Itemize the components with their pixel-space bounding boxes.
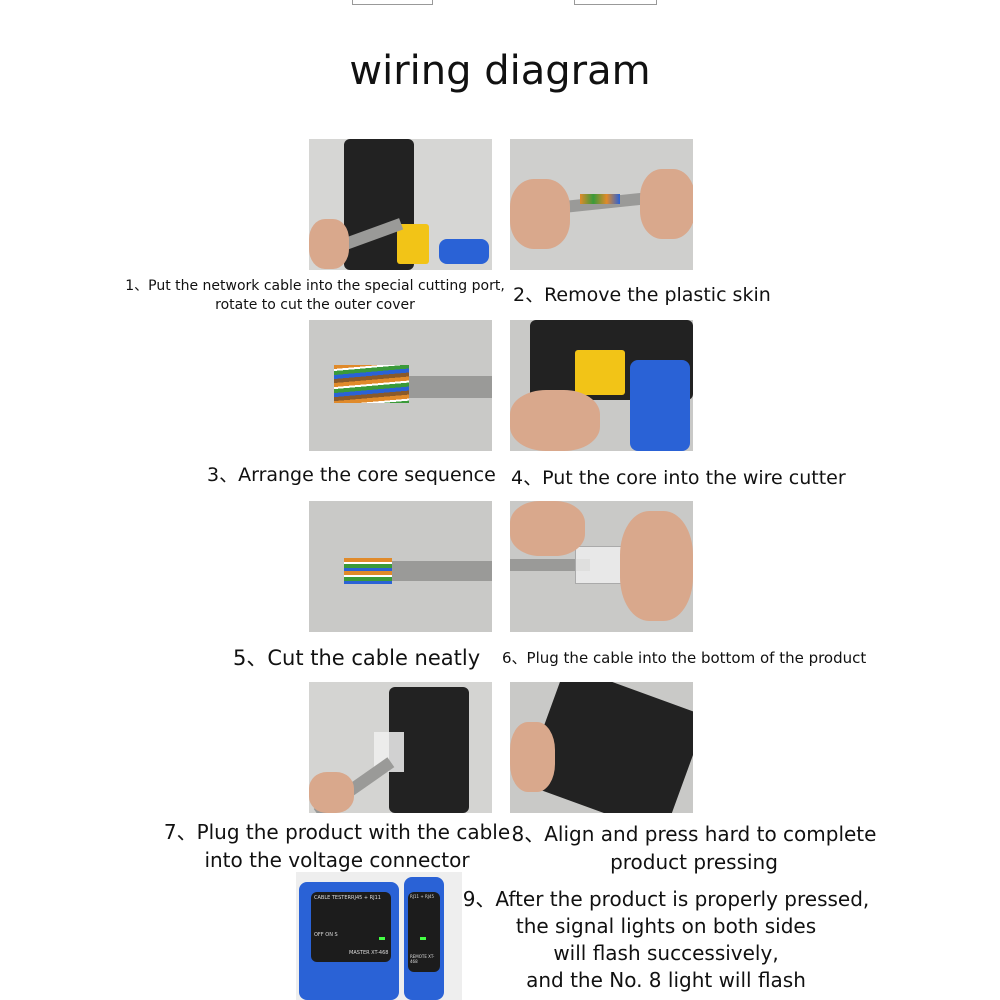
step-2-caption: 2、Remove the plastic skin [513, 284, 771, 306]
tester-right-header: RJ11 + RJ45 [410, 894, 434, 899]
step-1-caption: 1、Put the network cable into the special… [120, 277, 510, 315]
step-8-caption-line1: 8、Align and press hard to complete [511, 822, 877, 846]
step-9-caption-line1: 9、After the product is properly pressed, [462, 887, 870, 911]
tester-switch-label: OFF ON S [314, 932, 338, 938]
step-8-caption: 8、Align and press hard to complete produ… [508, 820, 880, 876]
cable-tester-photo: CABLE TESTER RJ45 + RJ11 OFF ON S MASTER… [296, 872, 462, 1000]
step-5-photo [309, 501, 492, 632]
tester-right-model: REMOTE XT-468 [410, 954, 435, 964]
step-4-photo [510, 320, 693, 451]
tester-left-header: RJ45 + RJ11 [351, 895, 381, 901]
step-2-photo [510, 139, 693, 270]
step-7-caption: 7、Plug the product with the cable into t… [162, 818, 512, 874]
step-3-caption: 3、Arrange the core sequence [207, 464, 496, 486]
step-9-caption-line3: will flash successively, [553, 941, 779, 965]
step-4-caption: 4、Put the core into the wire cutter [511, 467, 846, 489]
step-3-photo [309, 320, 492, 451]
step-6-caption: 6、Plug the cable into the bottom of the … [502, 649, 867, 667]
step-6-photo [510, 501, 693, 632]
page-title: wiring diagram [349, 48, 651, 94]
step-1-photo [309, 139, 492, 270]
tester-left-label: CABLE TESTER [314, 895, 351, 901]
step-8-caption-line2: product pressing [610, 850, 778, 874]
step-5-caption: 5、Cut the cable neatly [233, 646, 481, 670]
step-9-caption: 9、After the product is properly pressed,… [462, 886, 870, 994]
step-7-caption-line2: into the voltage connector [204, 848, 470, 872]
step-9-caption-line2: the signal lights on both sides [515, 914, 817, 938]
step-8-photo [510, 682, 693, 813]
top-frame-left [352, 0, 433, 5]
step-7-photo [309, 682, 492, 813]
tester-left-model: MASTER XT-468 [349, 950, 389, 956]
step-9-caption-line4: and the No. 8 light will flash [526, 968, 806, 992]
step-1-caption-line1: 1、Put the network cable into the special… [125, 278, 505, 294]
step-1-caption-line2: rotate to cut the outer cover [215, 297, 415, 313]
step-7-caption-line1: 7、Plug the product with the cable [163, 820, 511, 844]
top-frame-right [574, 0, 657, 5]
